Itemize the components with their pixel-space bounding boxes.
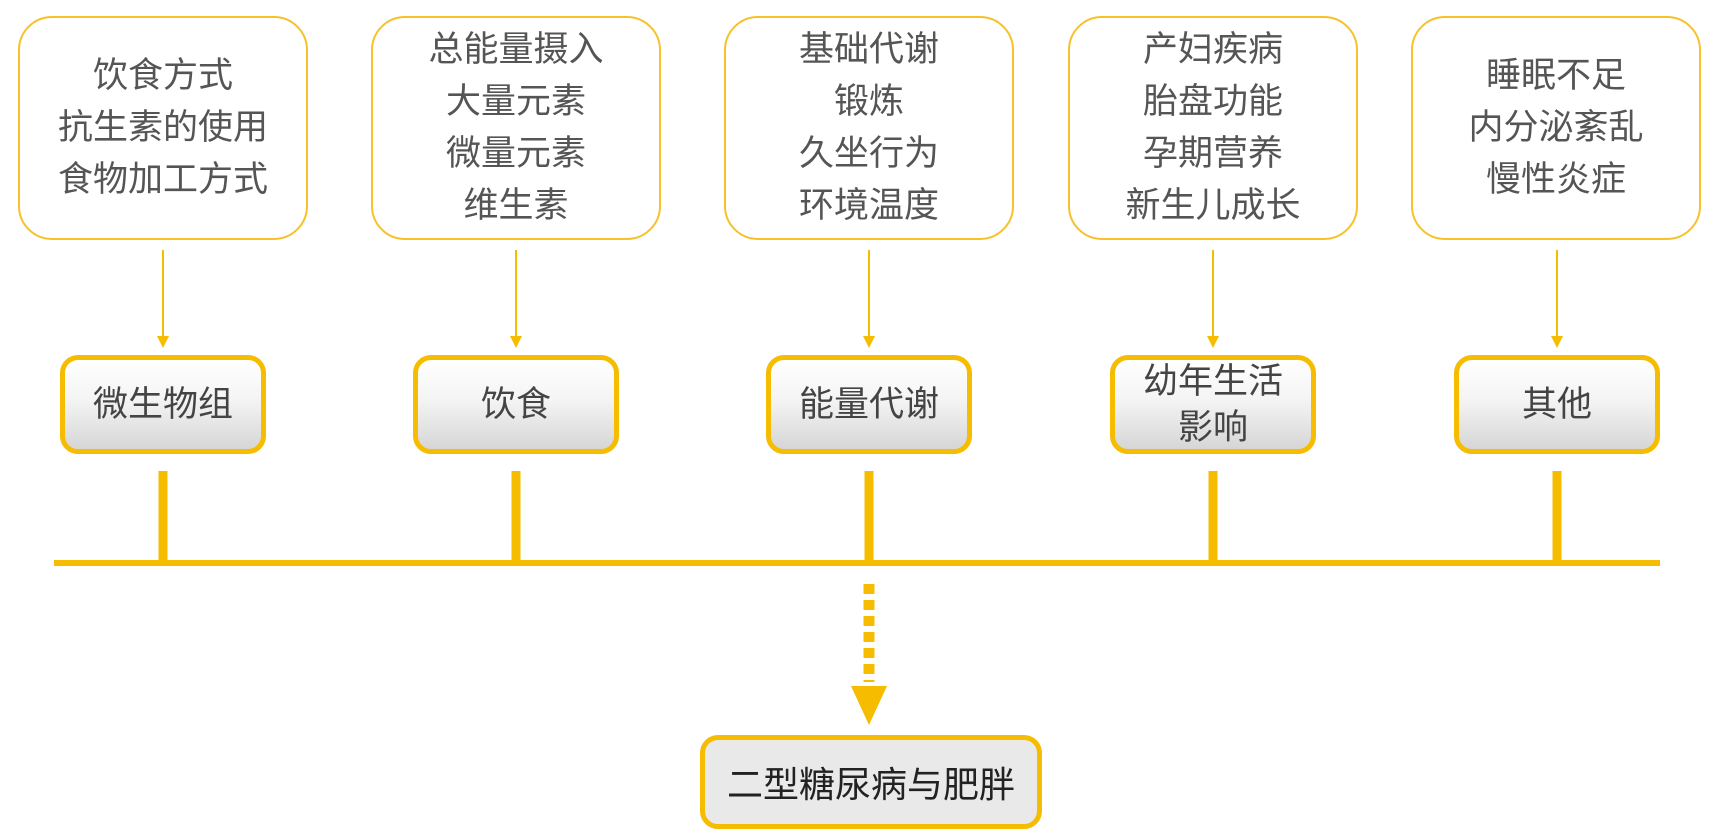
detail-text: 内分泌紊乱: [1468, 108, 1644, 148]
category-box-other: 其他: [1454, 355, 1660, 454]
detail-text: 睡眠不足: [1485, 56, 1626, 96]
outcome-label: 二型糖尿病与肥胖: [726, 765, 1015, 806]
detail-text: 孕期营养: [1142, 134, 1283, 174]
detail-text: 抗生素的使用: [57, 108, 268, 148]
category-label: 饮食: [480, 384, 551, 425]
detail-box-early-life: 产妇疾病 胎盘功能 孕期营养 新生儿成长: [1068, 16, 1358, 240]
detail-text: 微量元素: [445, 134, 586, 174]
category-label: 影响: [1177, 407, 1248, 448]
detail-text: 维生素: [463, 186, 569, 226]
detail-text: 新生儿成长: [1125, 186, 1301, 226]
detail-arrowhead-3: [863, 336, 875, 348]
detail-arrowhead-1: [157, 336, 169, 348]
detail-text: 总能量摄入: [428, 30, 604, 70]
detail-box-diet: 总能量摄入 大量元素 微量元素 维生素: [371, 16, 661, 240]
detail-text: 食物加工方式: [57, 160, 268, 200]
detail-text: 基础代谢: [798, 30, 939, 70]
detail-arrowhead-5: [1551, 336, 1563, 348]
category-label: 其他: [1521, 384, 1592, 425]
category-box-microbiome: 微生物组: [60, 355, 266, 454]
detail-arrows: [157, 250, 1563, 348]
detail-text: 产妇疾病: [1142, 30, 1283, 70]
category-label: 微生物组: [92, 384, 233, 425]
category-box-diet: 饮食: [413, 355, 619, 454]
detail-text: 慢性炎症: [1485, 160, 1626, 200]
outcome-box: 二型糖尿病与肥胖: [700, 735, 1042, 829]
category-label: 幼年生活: [1142, 361, 1283, 402]
outcome-arrowhead: [851, 686, 887, 725]
detail-arrowhead-2: [510, 336, 522, 348]
detail-text: 饮食方式: [92, 56, 233, 96]
category-label: 能量代谢: [798, 384, 939, 425]
detail-box-other: 睡眠不足 内分泌紊乱 慢性炎症: [1411, 16, 1701, 240]
category-box-early-life: 幼年生活 影响: [1110, 355, 1316, 454]
detail-arrowhead-4: [1207, 336, 1219, 348]
detail-box-energy-metabolism: 基础代谢 锻炼 久坐行为 环境温度: [724, 16, 1014, 240]
detail-text: 久坐行为: [798, 134, 939, 174]
detail-text: 锻炼: [833, 82, 904, 122]
detail-text: 大量元素: [445, 82, 586, 122]
detail-box-microbiome: 饮食方式 抗生素的使用 食物加工方式: [18, 16, 308, 240]
detail-text: 环境温度: [798, 186, 939, 226]
category-stems: [158, 471, 1562, 563]
detail-text: 胎盘功能: [1142, 82, 1283, 122]
category-box-energy-metabolism: 能量代谢: [766, 355, 972, 454]
